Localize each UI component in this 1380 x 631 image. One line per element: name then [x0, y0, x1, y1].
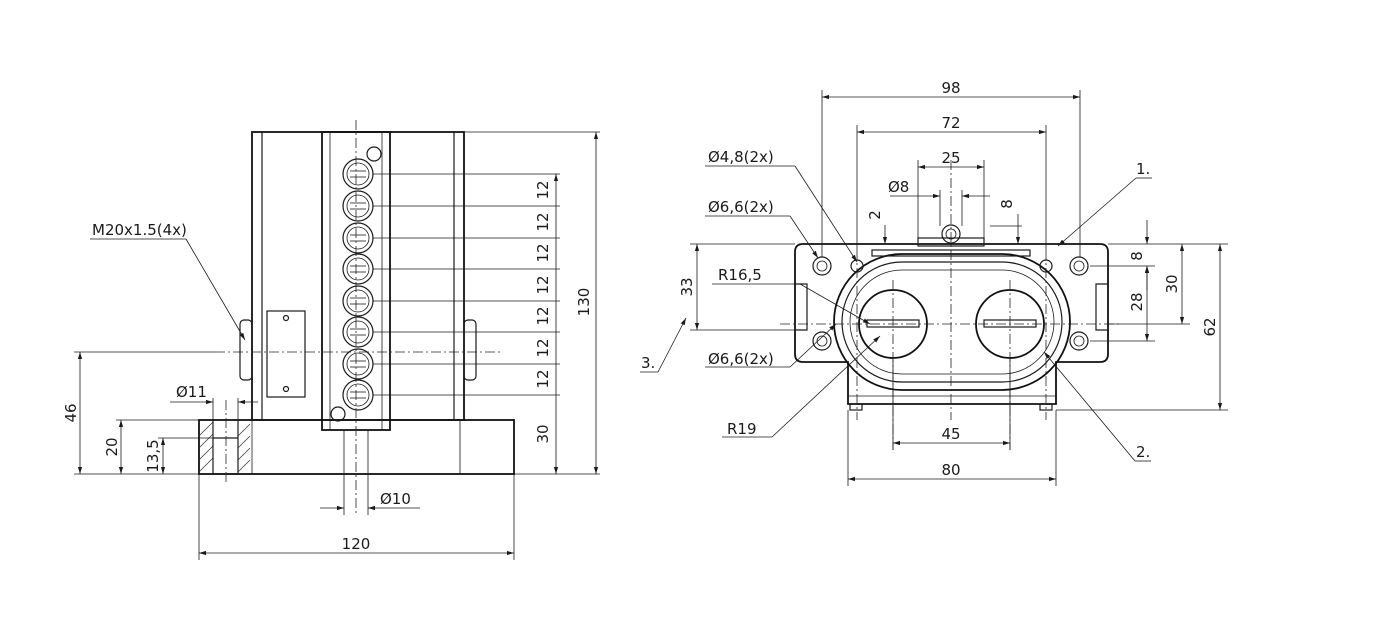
dim-46-label: 46 — [62, 403, 80, 422]
dim-98-label: 98 — [941, 79, 960, 97]
pitch-label: 12 — [534, 306, 552, 325]
pitch-label: 12 — [534, 243, 552, 262]
dia-10-label: Ø10 — [380, 490, 411, 508]
radius-16-5-label: R16,5 — [718, 266, 762, 284]
dim-2-label: 2 — [866, 210, 884, 220]
oval-rim — [833, 253, 1071, 391]
side-view: 12 12 12 12 12 12 12 12 30 130 M20x1.5(4… — [62, 120, 600, 560]
front-view: 98 72 25 Ø8 2 8 Ø4,8(2x) Ø6,6(2x) Ø6,6(2… — [640, 79, 1228, 486]
dim-130-label: 130 — [575, 288, 593, 317]
dim-72-label: 72 — [941, 114, 960, 132]
thread-label: M20x1.5(4x) — [92, 221, 187, 239]
dim-20-label: 20 — [103, 437, 121, 456]
screw-top — [366, 146, 382, 162]
pitch-label: 12 — [534, 275, 552, 294]
pitch-label: 12 — [534, 180, 552, 199]
dim-8-top-label: 8 — [998, 199, 1016, 209]
pushbutton — [342, 158, 374, 190]
dim-25-label: 25 — [941, 149, 960, 167]
pitch-extension-lines — [373, 131, 600, 475]
pitch-label: 12 — [534, 212, 552, 231]
hole-66-bottom-label: Ø6,6(2x) — [708, 350, 774, 368]
pitch-label: 12 — [534, 369, 552, 388]
cable-gland-right — [463, 319, 477, 381]
pushbutton — [342, 190, 374, 222]
dim-28-label: 28 — [1128, 292, 1146, 311]
callout-3-label: 3. — [641, 354, 655, 372]
hole-66-top-label: Ø6,6(2x) — [708, 198, 774, 216]
cable-gland-left — [239, 319, 253, 381]
pitch-label: 12 — [534, 338, 552, 357]
dim-8-right-label: 8 — [1128, 251, 1146, 261]
dim-45-label: 45 — [941, 425, 960, 443]
pushbutton — [342, 285, 374, 317]
pitch-labels: 12 12 12 12 12 12 12 12 — [534, 180, 552, 388]
dim-80-label: 80 — [941, 461, 960, 479]
screw-bottom — [330, 406, 346, 422]
dia-8-label: Ø8 — [888, 178, 909, 196]
pushbutton — [342, 253, 374, 285]
section-hatch — [198, 421, 251, 473]
pushbutton — [342, 379, 374, 411]
base-plate — [198, 419, 515, 475]
dim-30-label: 30 — [1163, 274, 1181, 293]
radius-19-label: R19 — [727, 420, 757, 438]
pushbutton — [342, 348, 374, 380]
callout-2-label: 2. — [1136, 443, 1150, 461]
dia-11-label: Ø11 — [176, 383, 207, 401]
side-plate — [266, 310, 306, 398]
hole-48-label: Ø4,8(2x) — [708, 148, 774, 166]
dim-62-label: 62 — [1201, 317, 1219, 336]
callout-1-label: 1. — [1136, 160, 1150, 178]
pushbutton — [342, 222, 374, 254]
dim-120-label: 120 — [342, 535, 371, 553]
housing-flange — [794, 243, 1109, 411]
dim-30-label: 30 — [534, 424, 552, 443]
dim-33-label: 33 — [678, 277, 696, 296]
pushbutton — [342, 316, 374, 348]
dim-13-5-label: 13,5 — [144, 439, 162, 472]
